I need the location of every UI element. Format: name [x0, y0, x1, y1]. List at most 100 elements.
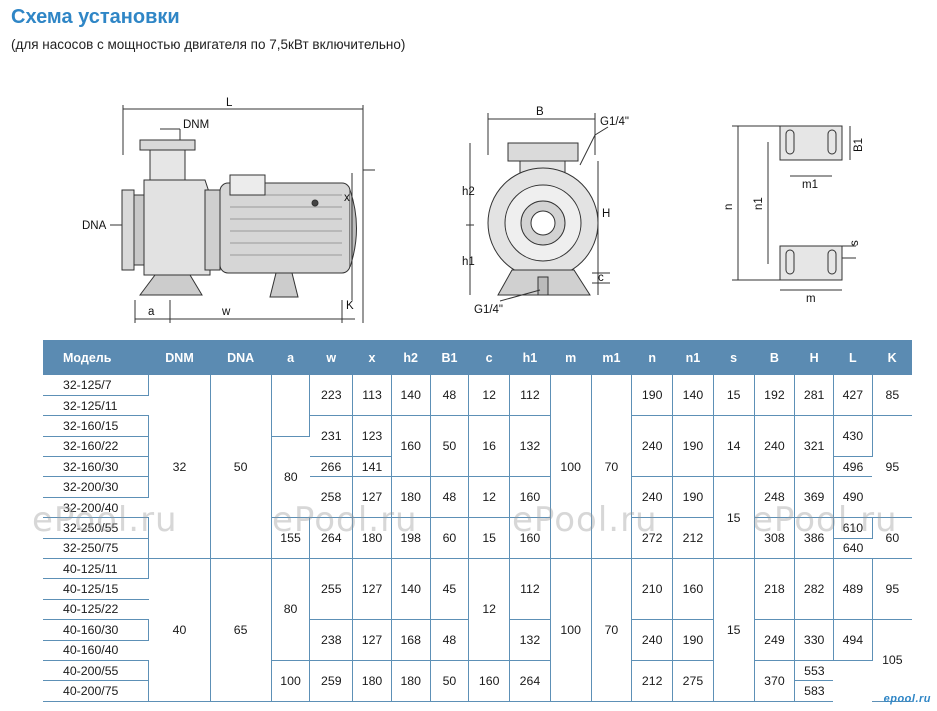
column-header: Модель [43, 340, 149, 375]
column-header: n [631, 340, 673, 375]
value-cell: 95 [872, 415, 912, 519]
dim-label-c: c [598, 272, 604, 284]
value-cell: 212 [672, 517, 714, 560]
column-header: L [833, 340, 873, 375]
value-cell: 80 [271, 558, 311, 661]
page-title: Схема установки [11, 6, 180, 28]
value-cell: 15 [713, 375, 755, 417]
value-cell: 105 [872, 619, 912, 702]
value-cell: 264 [509, 660, 551, 702]
value-cell: 190 [672, 415, 714, 478]
column-header: m1 [591, 340, 632, 375]
value-cell: 45 [430, 558, 470, 621]
model-cell: 40-125/22 [43, 599, 149, 621]
value-cell: 218 [754, 558, 796, 621]
value-cell: 100 [550, 558, 592, 702]
value-cell: 240 [631, 619, 674, 661]
value-cell: 370 [754, 660, 796, 702]
column-header: K [872, 340, 912, 375]
model-cell: 32-200/40 [43, 497, 149, 519]
value-cell: 95 [872, 558, 912, 621]
value-cell: 140 [391, 558, 431, 621]
value-cell: 127 [352, 476, 392, 519]
dim-label-L: L [226, 97, 233, 109]
value-cell: 212 [631, 660, 674, 702]
column-header: h2 [391, 340, 431, 375]
model-cell: 32-250/75 [43, 538, 150, 560]
model-cell: 32-160/15 [43, 415, 150, 437]
value-cell: 238 [309, 619, 354, 661]
table-row: 32-200/40 [43, 497, 912, 519]
dim-label-G14-top: G1/4" [600, 116, 629, 128]
column-header: H [794, 340, 834, 375]
value-cell: 223 [309, 375, 354, 417]
value-cell: 553 [794, 660, 834, 682]
value-cell: 264 [309, 517, 354, 560]
pump-side-view-drawing: L DNM DNA x a w K [82, 97, 375, 323]
value-cell: 12 [468, 476, 511, 519]
value-cell: 240 [754, 415, 796, 478]
table-row: 40-160/40 [43, 640, 912, 661]
value-cell: 160 [509, 476, 551, 519]
value-cell: 281 [794, 375, 834, 417]
value-cell: 15 [713, 476, 755, 560]
value-cell: 48 [430, 375, 470, 417]
value-cell: 190 [672, 619, 714, 661]
value-cell: 210 [631, 558, 674, 621]
table-row: 40-125/22 [43, 599, 912, 621]
value-cell: 50 [430, 415, 470, 478]
value-cell: 430 [833, 415, 873, 458]
table-row: 40-125/15 [43, 578, 912, 600]
column-header: w [309, 340, 353, 375]
column-header: x [352, 340, 392, 375]
value-cell: 132 [509, 619, 551, 661]
dim-label-m: m [806, 293, 816, 305]
value-cell: 123 [352, 415, 392, 458]
value-cell: 160 [391, 415, 431, 478]
value-cell: 100 [271, 660, 311, 702]
dim-label-h1: h1 [462, 256, 475, 268]
value-cell: 48 [430, 476, 470, 519]
column-header: DNM [148, 340, 211, 375]
value-cell: 494 [833, 619, 873, 661]
value-cell: 248 [754, 476, 796, 519]
model-cell: 32-125/11 [43, 395, 149, 417]
dim-label-K: K [346, 300, 354, 312]
value-cell: 282 [794, 558, 834, 621]
value-cell: 610 [833, 517, 873, 539]
value-cell: 180 [391, 660, 431, 702]
value-cell: 127 [352, 619, 392, 661]
value-cell: 112 [509, 558, 551, 621]
dim-label-h2: h2 [462, 186, 475, 198]
value-cell: 258 [309, 476, 354, 519]
value-cell: 330 [794, 619, 834, 661]
column-header: c [468, 340, 510, 375]
value-cell: 70 [591, 375, 633, 560]
value-cell: 249 [754, 619, 796, 661]
dim-label-B: B [536, 106, 544, 118]
value-cell: 60 [430, 517, 470, 560]
column-header: s [713, 340, 755, 375]
value-cell: 85 [872, 375, 912, 417]
dim-label-DNA: DNA [82, 220, 107, 232]
dim-label-B1: B1 [853, 138, 865, 152]
value-cell: 155 [271, 517, 311, 560]
value-cell: 180 [391, 476, 431, 519]
value-cell: 489 [833, 558, 873, 621]
dim-label-DNM: DNM [183, 119, 209, 131]
value-cell: 12 [468, 375, 511, 417]
value-cell: 12 [468, 558, 511, 661]
value-cell: 140 [672, 375, 714, 417]
dim-label-a: a [148, 306, 155, 318]
model-cell: 40-200/75 [43, 680, 150, 702]
model-cell: 32-250/55 [43, 517, 150, 539]
dim-label-w: w [221, 306, 231, 318]
model-cell: 32-200/30 [43, 476, 150, 498]
value-cell: 180 [352, 517, 392, 560]
value-cell: 259 [309, 660, 354, 702]
